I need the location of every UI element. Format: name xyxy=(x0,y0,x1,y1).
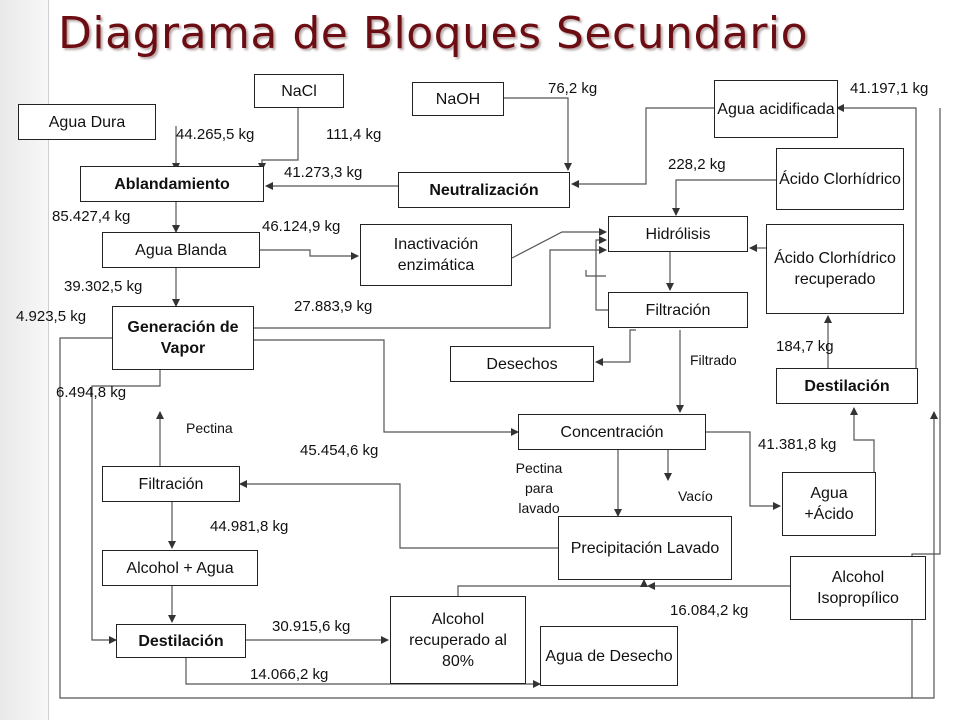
wire-aguaacido-destilacion xyxy=(850,407,875,472)
flow-label-vapor-loop: 4.923,5 kg xyxy=(16,308,87,325)
block-agua-acidificada: Agua acidificada xyxy=(714,80,838,138)
flow-label-agua-acido: 41.381,8 kg xyxy=(758,436,837,453)
block-agua-acido: Agua +Ácido xyxy=(782,472,876,536)
flow-label-acido-recuperado: 184,7 kg xyxy=(776,338,834,355)
flow-label-nacl: 111,4 kg xyxy=(326,126,382,143)
wire-nacl-ablandamiento xyxy=(258,108,299,171)
flow-label-neutralizacion: 41.273,3 kg xyxy=(284,164,363,181)
block-filtracion-hidrolisis: Filtración xyxy=(608,292,748,328)
block-generacion-vapor: Generación de Vapor xyxy=(112,306,254,370)
block-acido-clorhidrico: Ácido Clorhídrico xyxy=(776,148,904,210)
flow-label-agua-acidificada: 41.197,1 kg xyxy=(850,80,929,97)
wire-precipitacion-filtracion xyxy=(239,480,558,549)
wire-destilacion-aguadesecho xyxy=(185,658,541,688)
decorative-side-line xyxy=(48,0,49,720)
flow-label-vacio: Vacío xyxy=(678,488,713,504)
flow-label-vapor-hidrolisis: 27.883,9 kg xyxy=(294,298,373,315)
block-agua-de-desecho: Agua de Desecho xyxy=(540,626,678,686)
wire-naoh-neutralizacion xyxy=(504,97,572,171)
flow-label-acido-clorhidrico: 228,2 kg xyxy=(668,156,726,173)
wire-generacion-concentracion xyxy=(254,339,519,436)
flow-label-vapor-destilacion: 6.494,8 kg xyxy=(56,384,127,401)
block-alcohol-agua: Alcohol + Agua xyxy=(102,550,258,586)
wire-inactivacion-hidrolisis xyxy=(511,228,607,259)
block-hidrolisis: Hidrólisis xyxy=(608,216,748,252)
block-nacl: NaCl xyxy=(254,74,344,108)
block-naoh: NaOH xyxy=(412,82,504,116)
block-filtracion-pectina: Filtración xyxy=(102,466,240,502)
wire-generacion-destilacion xyxy=(91,370,161,644)
wire-loop-up xyxy=(911,108,941,698)
wire-generacion-loop xyxy=(59,337,938,699)
page-title: Diagrama de Bloques Secundario xyxy=(58,8,809,59)
wire-acido-hidrolisis xyxy=(672,179,776,216)
flow-label-agua-blanda: 39.302,5 kg xyxy=(64,278,143,295)
flow-label-isopropilico: 16.084,2 kg xyxy=(670,602,749,619)
flow-label-agua-desecho: 14.066,2 kg xyxy=(250,666,329,683)
flow-label-pectina: Pectina xyxy=(186,420,233,436)
wire-filtracion-hidrolisis xyxy=(595,236,608,311)
flow-label-inactivacion: 46.124,9 kg xyxy=(262,218,341,235)
block-precipitacion-lavado: Precipitación Lavado xyxy=(558,516,732,580)
flow-label-agua-dura: 44.265,5 kg xyxy=(176,126,255,143)
block-ablandamiento: Ablandamiento xyxy=(80,166,264,202)
wire-alcoholrecuperado-precipitacion xyxy=(457,579,648,596)
flow-label-filtrado: Filtrado xyxy=(690,352,737,368)
block-alcohol-recuperado: Alcohol recuperado al 80% xyxy=(390,596,526,684)
wire-aguaacidificada-neutralizacion xyxy=(571,107,714,188)
block-inactivacion-enzimatica: Inactivación enzimática xyxy=(360,224,512,286)
block-acido-clorhidrico-recuperado: Ácido Clorhídrico recuperado xyxy=(766,224,904,314)
wire-generacion-hidrolisis xyxy=(254,246,607,329)
flow-label-precipitacion: 45.454,6 kg xyxy=(300,442,379,459)
flow-label-alcohol-agua: 44.981,8 kg xyxy=(210,518,289,535)
block-alcohol-isopropilico: Alcohol Isopropílico xyxy=(790,556,926,620)
flow-label-ablandamiento: 85.427,4 kg xyxy=(52,208,131,225)
block-agua-blanda: Agua Blanda xyxy=(102,232,260,268)
wire-filtracion-desechos xyxy=(595,329,636,366)
block-desechos: Desechos xyxy=(450,346,594,382)
block-destilacion-alcohol: Destilación xyxy=(116,624,246,658)
flow-label-pectina-lavado: Pectina para lavado xyxy=(515,460,563,516)
block-destilacion-acido: Destilación xyxy=(776,368,918,404)
block-neutralizacion: Neutralización xyxy=(398,172,570,208)
block-agua-dura: Agua Dura xyxy=(18,104,156,140)
flow-label-naoh: 76,2 kg xyxy=(548,80,598,97)
wire-concentracion-aguaacido xyxy=(706,431,781,510)
block-concentracion: Concentración xyxy=(518,414,706,450)
wire-recycle-aguaacidificada xyxy=(836,104,917,368)
wire-aguablanda-inactivacion xyxy=(260,249,359,260)
flow-label-alcohol-recuperado: 30.915,6 kg xyxy=(272,618,351,635)
